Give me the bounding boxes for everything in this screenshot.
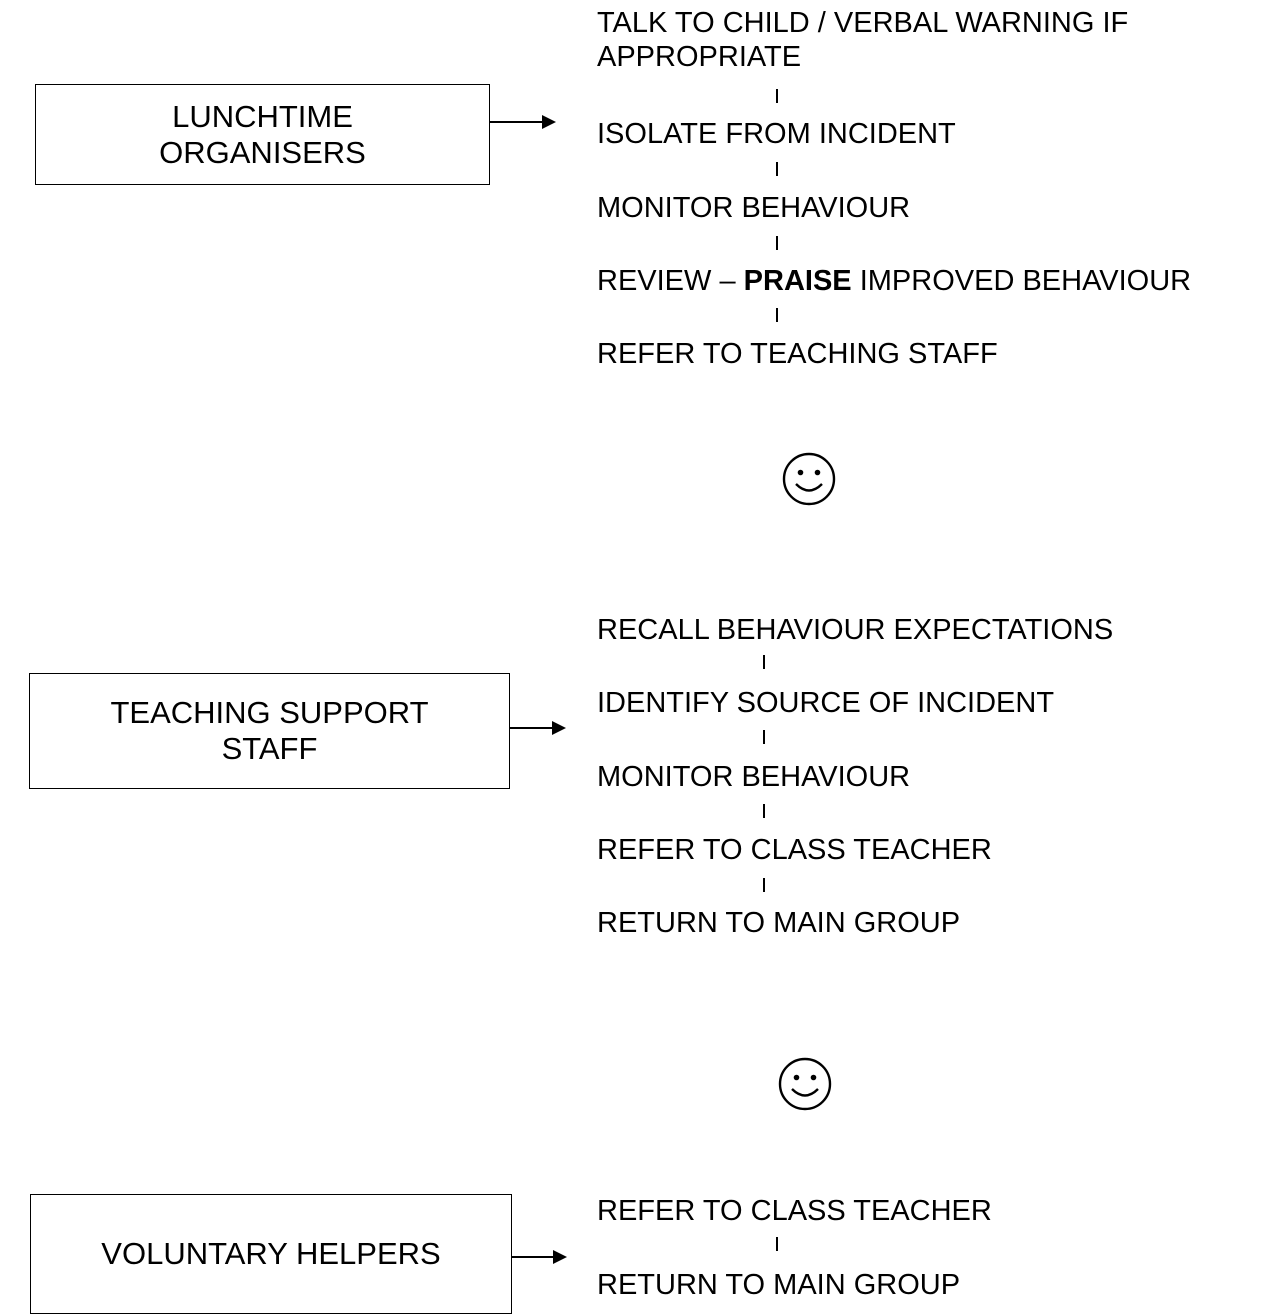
connector-arrow bbox=[510, 720, 566, 736]
role-label-line: VOLUNTARY HELPERS bbox=[101, 1236, 441, 1271]
step-review-praise: REVIEW – PRAISE IMPROVED BEHAVIOUR bbox=[597, 265, 1192, 297]
praise-emphasis: PRAISE bbox=[743, 265, 852, 297]
role-label-line: ORGANISERS bbox=[159, 134, 366, 170]
step-return-to-main-group: RETURN TO MAIN GROUP bbox=[597, 1269, 961, 1301]
role-label-line: LUNCHTIME bbox=[172, 98, 353, 134]
step-return-to-main-group: RETURN TO MAIN GROUP bbox=[597, 907, 961, 939]
step-isolate-from-incident: ISOLATE FROM INCIDENT bbox=[597, 118, 956, 150]
step-refer-to-class-teacher: REFER TO CLASS TEACHER bbox=[597, 1195, 992, 1227]
step-recall-behaviour-expectations: RECALL BEHAVIOUR EXPECTATIONS bbox=[597, 614, 1114, 646]
step-connector bbox=[776, 1237, 778, 1251]
step-connector bbox=[776, 162, 778, 176]
step-refer-to-teaching-staff: REFER TO TEACHING STAFF bbox=[597, 338, 998, 370]
connector-arrow bbox=[490, 114, 556, 130]
step-monitor-behaviour: MONITOR BEHAVIOUR bbox=[597, 192, 911, 224]
step-connector bbox=[776, 236, 778, 250]
step-connector bbox=[763, 804, 765, 818]
step-monitor-behaviour: MONITOR BEHAVIOUR bbox=[597, 761, 911, 793]
step-identify-source-of-incident: IDENTIFY SOURCE OF INCIDENT bbox=[597, 687, 1055, 719]
step-connector bbox=[776, 308, 778, 322]
connector-arrow bbox=[512, 1249, 567, 1265]
step-connector bbox=[776, 89, 778, 103]
step-refer-to-class-teacher: REFER TO CLASS TEACHER bbox=[597, 834, 992, 866]
role-label-line: STAFF bbox=[221, 731, 318, 766]
step-connector bbox=[763, 730, 765, 744]
step-connector bbox=[763, 655, 765, 669]
role-box-lunchtime-organisers: LUNCHTIME ORGANISERS bbox=[35, 84, 490, 185]
role-box-teaching-support-staff: TEACHING SUPPORT STAFF bbox=[29, 673, 510, 789]
role-label-line: TEACHING SUPPORT bbox=[110, 695, 429, 730]
step-connector bbox=[763, 878, 765, 892]
role-box-voluntary-helpers: VOLUNTARY HELPERS bbox=[30, 1194, 512, 1314]
smiley-face-icon bbox=[778, 1057, 832, 1111]
smiley-face-icon bbox=[782, 452, 836, 506]
